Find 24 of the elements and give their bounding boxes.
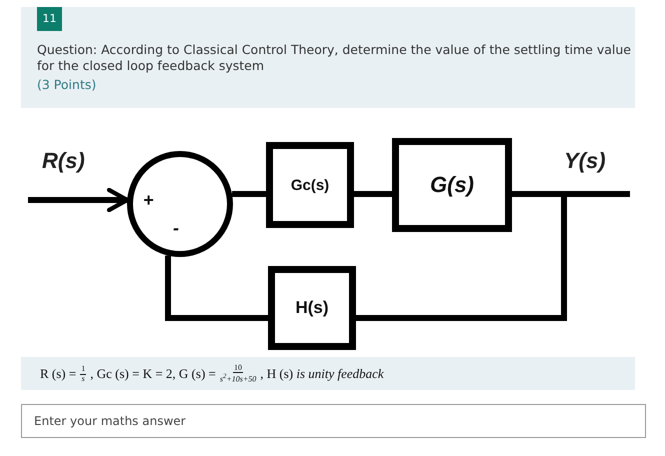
fraction-denominator: s <box>82 374 85 384</box>
block-box <box>268 266 356 350</box>
connector-line <box>165 256 268 321</box>
connector-line <box>232 191 266 197</box>
connector-line <box>354 191 392 197</box>
equation-text: R (s) = <box>40 366 76 382</box>
question-number-badge: 11 <box>37 7 62 31</box>
sign-label: - <box>173 219 179 237</box>
equation-text: , Gc (s) = K = 2, G (s) = <box>90 366 216 382</box>
points-text: (3 Points) <box>37 77 96 93</box>
question-text: Question: According to Classical Control Theory, determine the value of the settling time value for the closed loop feedback system <box>37 42 632 74</box>
fraction-numerator: 10 <box>233 364 244 374</box>
equation-text: , H (s) is unity feedback <box>260 366 384 382</box>
summing-junction <box>127 151 233 257</box>
fraction-denominator: s$^{2}$+10s+50 <box>220 373 256 384</box>
block-box <box>392 138 512 232</box>
block-label: G(s) <box>430 172 474 198</box>
fraction-numerator: 1 <box>80 365 86 375</box>
block-label: Gc(s) <box>290 176 330 194</box>
block-box <box>266 142 354 228</box>
arrow <box>28 188 130 212</box>
block-label: H(s) <box>295 298 329 318</box>
input-field: Enter your maths answer <box>21 404 646 438</box>
sign-label: + <box>143 191 154 209</box>
